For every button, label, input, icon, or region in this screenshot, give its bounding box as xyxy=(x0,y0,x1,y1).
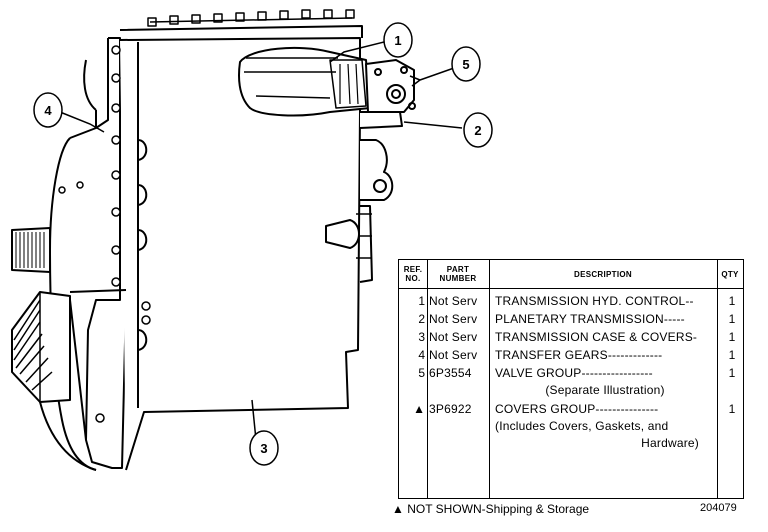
table-row: Hardware) xyxy=(641,436,699,450)
callout-label-2: 2 xyxy=(474,123,481,138)
callout-label-1: 1 xyxy=(394,33,401,48)
callout-circle-3 xyxy=(249,430,279,466)
table-row: 1 Not Serv TRANSMISSION HYD. CONTROL-- 1 xyxy=(418,294,736,308)
callout-circle-1 xyxy=(383,22,413,58)
transmission-case xyxy=(119,37,361,471)
table-row: 5 6P3554 VALVE GROUP----------------- 1 xyxy=(418,366,736,380)
header-ref-no: REF.NO. xyxy=(403,265,423,283)
header-qty: QTY xyxy=(721,269,739,279)
footnote: ▲ NOT SHOWN-Shipping & Storage xyxy=(392,502,590,516)
callout-label-5: 5 xyxy=(462,57,469,72)
hydraulic-control xyxy=(238,46,371,117)
callout-label-3: 3 xyxy=(260,441,267,456)
figure-id: 204079 xyxy=(700,502,737,514)
callout-circle-2 xyxy=(463,112,493,148)
table-row: (Includes Covers, Gaskets, and xyxy=(495,419,669,433)
table-row: ▲ 3P6922 COVERS GROUP--------------- 1 xyxy=(413,402,736,416)
bevel-gear xyxy=(11,291,71,403)
table-row: 4 Not Serv TRANSFER GEARS------------- 1 xyxy=(418,348,736,362)
callout-label-4: 4 xyxy=(44,103,52,118)
callout-circle-4 xyxy=(33,92,63,128)
table-row: (Separate Illustration) xyxy=(545,383,665,397)
table-row: 3 Not Serv TRANSMISSION CASE & COVERS- 1 xyxy=(418,330,736,344)
callout-circle-5 xyxy=(451,46,481,82)
transfer-gear-housing xyxy=(85,37,127,469)
header-description: DESCRIPTION xyxy=(574,269,632,279)
table-row: 2 Not Serv PLANETARY TRANSMISSION----- 1 xyxy=(418,312,736,326)
